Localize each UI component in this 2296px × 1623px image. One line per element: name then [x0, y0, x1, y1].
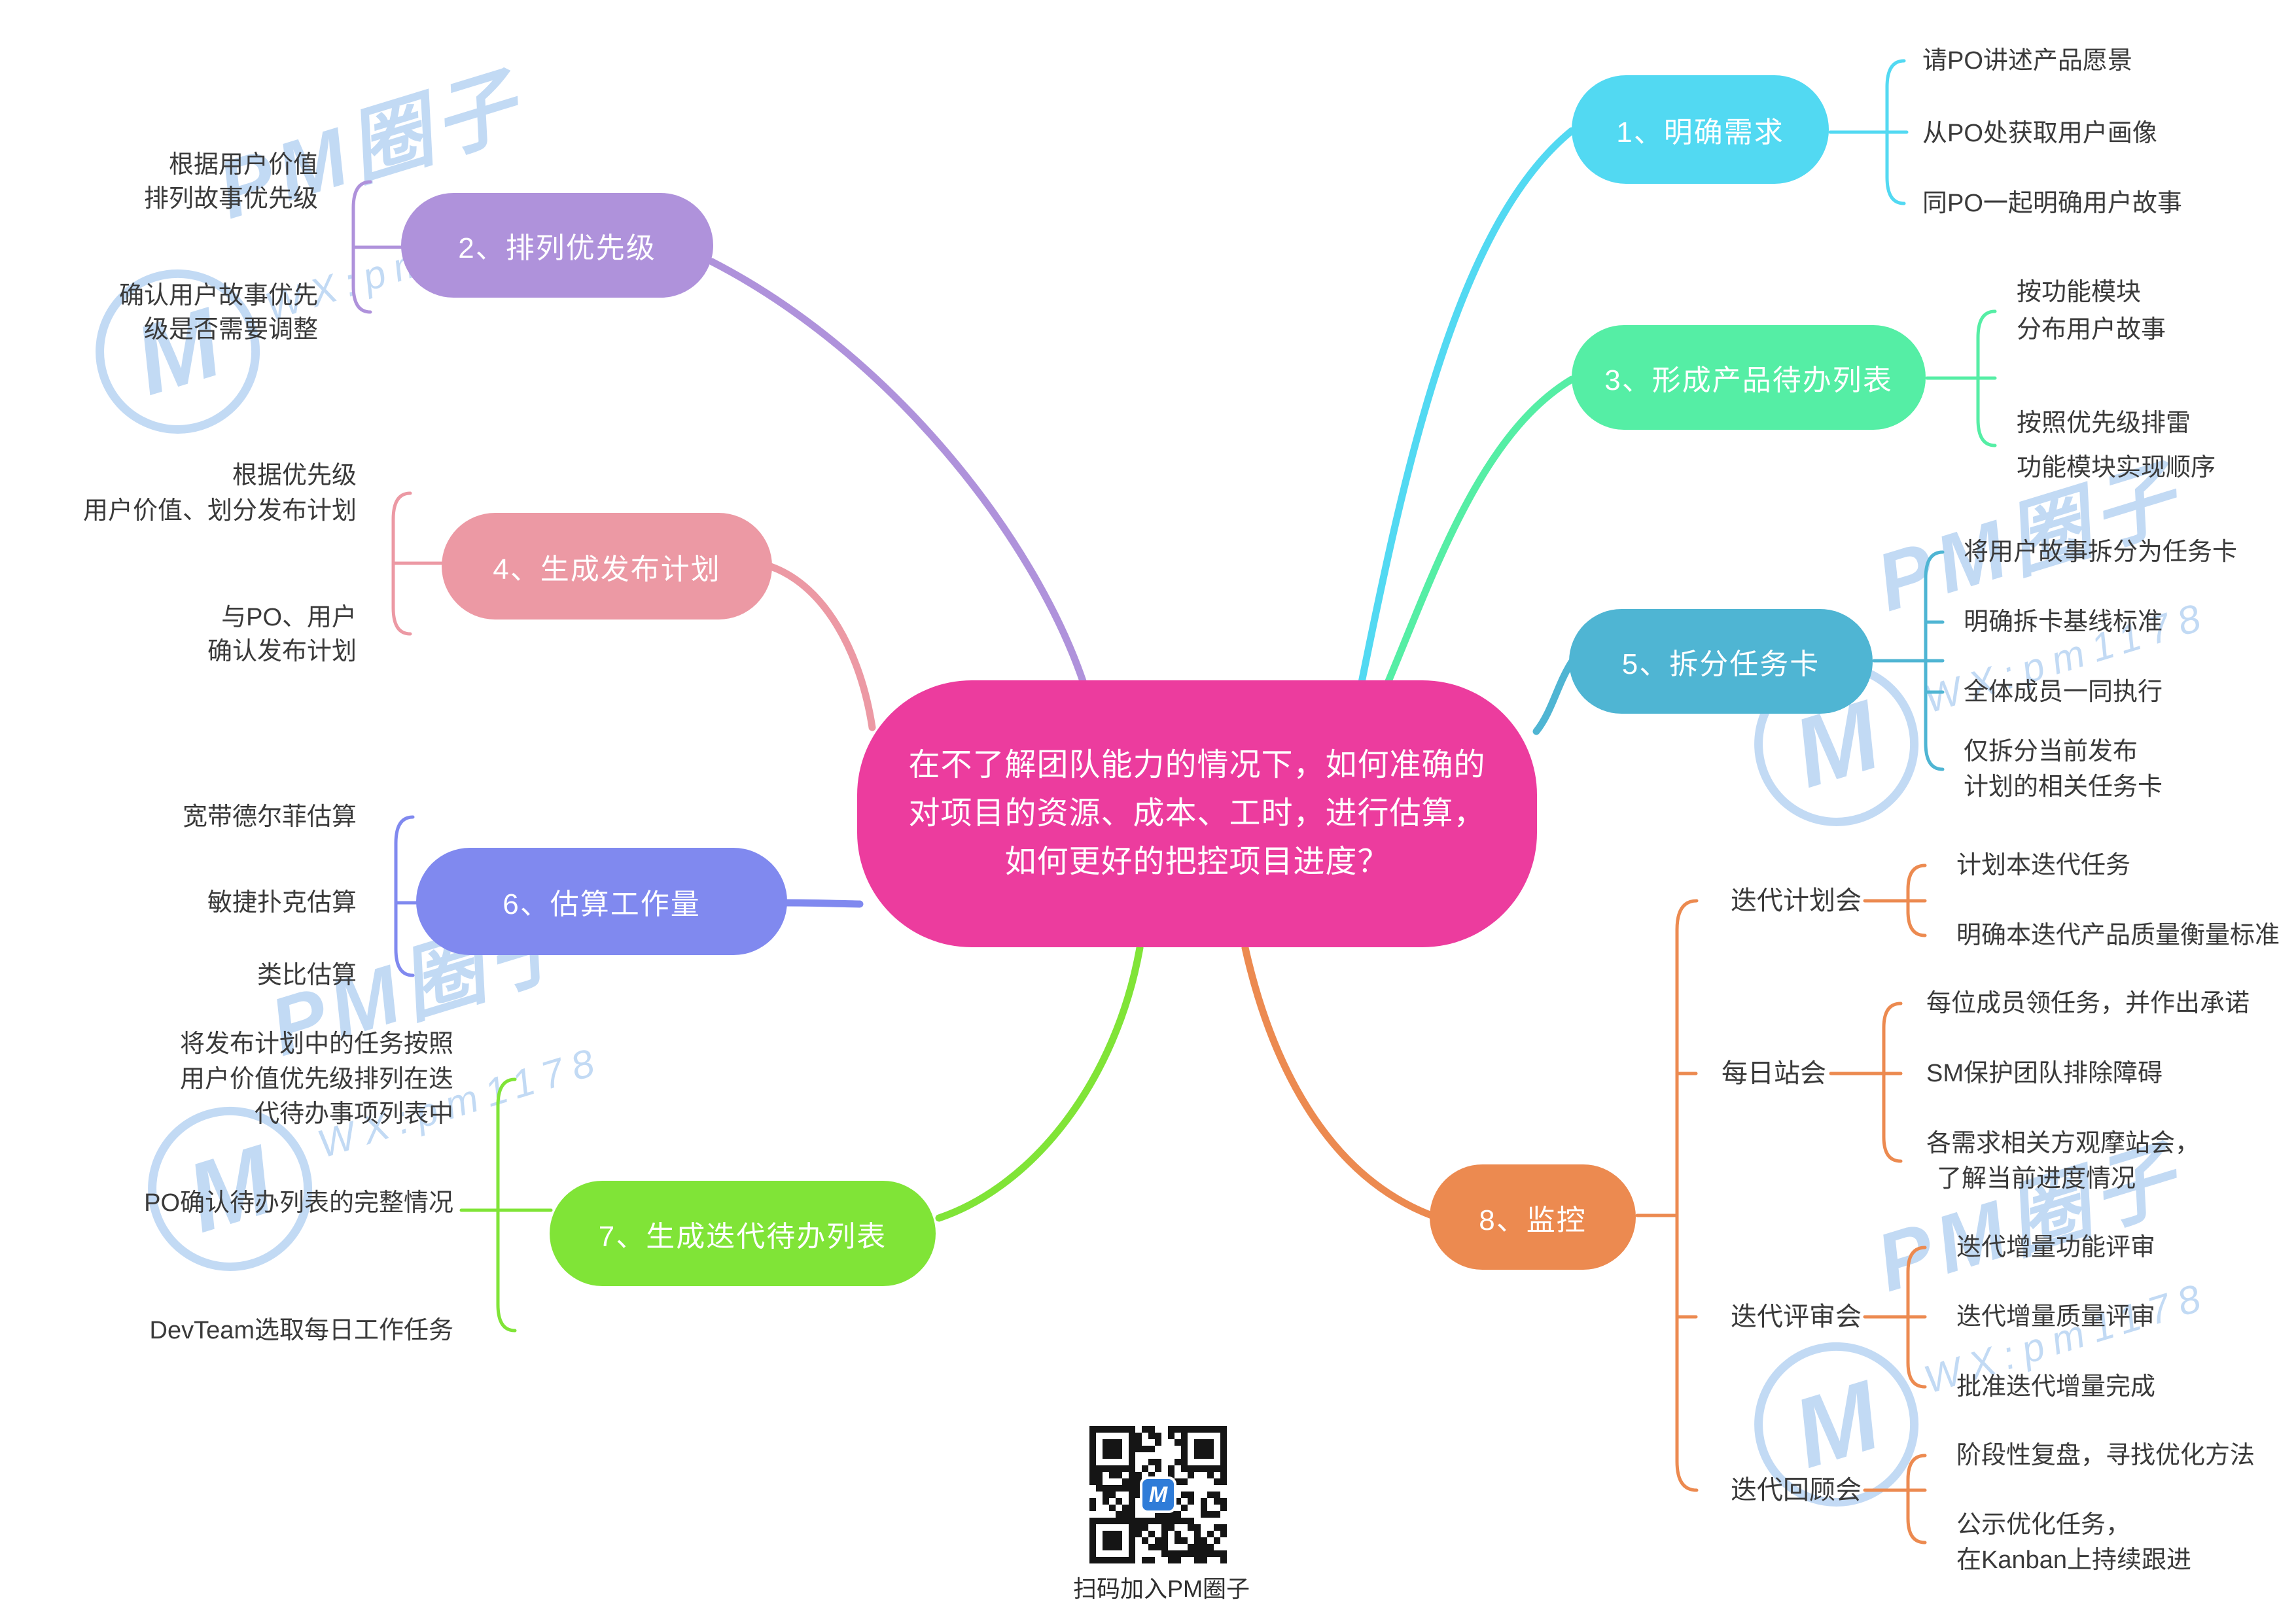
leaf-topic[interactable]: 级是否需要调整: [143, 316, 318, 343]
leaf-topic[interactable]: 排列故事优先级: [143, 185, 318, 213]
central-topic-line: 对项目的资源、成本、工时，进行估算，: [908, 796, 1486, 831]
leaf-topic[interactable]: 功能模块实现顺序: [2017, 454, 2216, 481]
leaf-topic[interactable]: 请PO讲述产品愿景: [1922, 47, 2132, 75]
central-topic-line: 如何更好的把控项目进度？: [1004, 845, 1390, 879]
node-5-split-task-cards[interactable]: 5、拆分任务卡: [1569, 609, 1873, 714]
leaf-topic[interactable]: 按功能模块: [2017, 279, 2142, 306]
leaf-topic[interactable]: 宽带德尔菲估算: [182, 803, 357, 831]
leaf-topic[interactable]: 计划的相关任务卡: [1964, 773, 2163, 801]
group-iteration-review-meeting[interactable]: 迭代评审会: [1731, 1302, 1862, 1331]
central-topic-line: 在不了解团队能力的情况下，如何准确的: [908, 748, 1486, 782]
qr-center-logo-icon: M: [1140, 1476, 1176, 1513]
leaf-topic[interactable]: 敏捷扑克估算: [207, 889, 357, 916]
branch7-bracket: [459, 1077, 553, 1333]
leaf-topic[interactable]: 了解当前进度情况: [1937, 1165, 2136, 1193]
branch3-curve: [1383, 375, 1576, 688]
leaf-topic[interactable]: 代待办事项列表中: [254, 1100, 453, 1128]
leaf-topic[interactable]: 迭代增量质量评审: [1956, 1303, 2156, 1331]
branch6-bracket: [394, 815, 421, 977]
leaf-topic[interactable]: 全体成员一同执行: [1964, 678, 2163, 706]
leaf-topic[interactable]: 批准迭代增量完成: [1956, 1373, 2156, 1401]
leaf-topic[interactable]: 阶段性复盘，寻找优化方法: [1956, 1442, 2255, 1469]
node-8-monitoring[interactable]: 8、监控: [1430, 1164, 1636, 1270]
leaf-topic[interactable]: 用户价值、划分发布计划: [82, 497, 357, 525]
leaf-topic[interactable]: 与PO、用户: [221, 604, 357, 631]
node-4-release-plan[interactable]: 4、生成发布计划: [442, 513, 772, 620]
leaf-topic[interactable]: 根据优先级: [232, 462, 357, 489]
leaf-topic[interactable]: 迭代增量功能评审: [1956, 1234, 2156, 1261]
leaf-topic[interactable]: 各需求相关方观摩站会，: [1926, 1130, 2200, 1157]
branch2-curve: [708, 258, 1087, 687]
leaf-topic[interactable]: 将发布计划中的任务按照: [179, 1030, 453, 1058]
leaf-topic[interactable]: 按照优先级排雷: [2017, 410, 2191, 437]
branch8-main-bracket: [1635, 899, 1699, 1492]
leaf-topic[interactable]: 同PO一起明确用户故事: [1922, 190, 2182, 217]
branch1-curve: [1357, 127, 1576, 689]
leaf-topic[interactable]: 每位成员领任务，并作出承诺: [1926, 990, 2250, 1017]
group1-bracket: [1863, 864, 1927, 937]
leaf-topic[interactable]: 分布用户故事: [2017, 316, 2166, 343]
leaf-topic[interactable]: 明确本迭代产品质量衡量标准: [1956, 922, 2280, 949]
node-2-prioritize[interactable]: 2、排列优先级: [401, 193, 713, 298]
node-6-estimate-workload[interactable]: 6、估算工作量: [416, 848, 787, 955]
branch6-curve: [781, 899, 864, 908]
group4-bracket: [1863, 1454, 1927, 1544]
central-topic[interactable]: 在不了解团队能力的情况下，如何准确的 对项目的资源、成本、工时，进行估算， 如何…: [857, 680, 1537, 947]
leaf-topic[interactable]: 确认发布计划: [207, 638, 357, 665]
branch8-curve: [1241, 944, 1436, 1219]
node-7-iteration-backlog[interactable]: 7、生成迭代待办列表: [550, 1181, 936, 1286]
leaf-topic[interactable]: 仅拆分当前发布: [1964, 738, 2138, 765]
branch4-bracket: [391, 491, 446, 636]
branch3-bracket: [1925, 309, 1997, 447]
leaf-topic[interactable]: 用户价值优先级排列在迭: [179, 1066, 453, 1093]
branch4-curve: [767, 563, 876, 731]
group-daily-standup[interactable]: 每日站会: [1722, 1059, 1826, 1088]
group-iteration-retrospective[interactable]: 迭代回顾会: [1731, 1476, 1862, 1505]
branch1-bracket: [1828, 59, 1909, 205]
leaf-topic[interactable]: PO确认待办列表的完整情况: [144, 1189, 453, 1217]
leaf-topic[interactable]: 计划本迭代任务: [1956, 852, 2131, 879]
leaf-topic[interactable]: SM保护团队排除障碍: [1926, 1060, 2163, 1087]
leaf-topic[interactable]: 明确拆卡基线标准: [1964, 608, 2163, 636]
leaf-topic[interactable]: 将用户故事拆分为任务卡: [1964, 538, 2238, 566]
qr-caption: 扫码加入PM圈子: [1072, 1575, 1250, 1602]
leaf-topic[interactable]: 类比估算: [256, 962, 357, 989]
qr-code: M: [1086, 1423, 1230, 1567]
branch2-bracket: [351, 180, 404, 314]
node-1-clarify-requirements[interactable]: 1、明确需求: [1572, 75, 1829, 184]
group3-bracket: [1863, 1246, 1927, 1389]
branch7-curve: [935, 944, 1144, 1222]
leaf-topic[interactable]: 公示优化任务，: [1956, 1511, 2131, 1539]
branch5-curve: [1532, 658, 1576, 735]
leaf-topic[interactable]: 从PO处获取用户画像: [1922, 120, 2157, 147]
leaf-topic[interactable]: DevTeam选取每日工作任务: [149, 1317, 454, 1344]
leaf-topic[interactable]: 确认用户故事优先: [118, 282, 318, 309]
group2-bracket: [1829, 1002, 1903, 1163]
leaf-topic[interactable]: 在Kanban上持续跟进: [1956, 1546, 2192, 1574]
leaf-topic[interactable]: 根据用户价值: [168, 151, 318, 179]
node-3-product-backlog[interactable]: 3、形成产品待办列表: [1572, 325, 1926, 430]
branch5-bracket: [1872, 550, 1945, 771]
group-iteration-planning-meeting[interactable]: 迭代计划会: [1731, 886, 1862, 915]
